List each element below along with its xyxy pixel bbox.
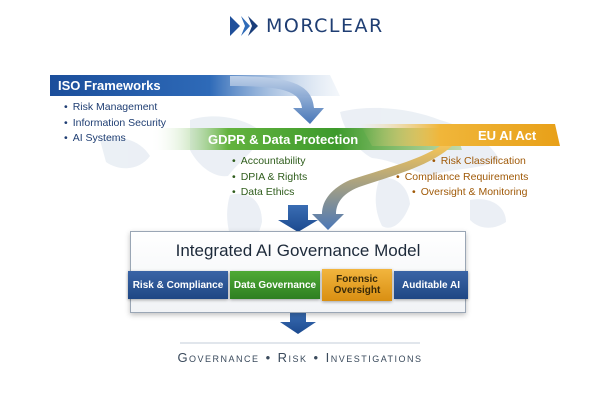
pillar-forensic-oversight: Forensic Oversight bbox=[322, 269, 392, 301]
gdpr-list: Accountability DPIA & Rights Data Ethics bbox=[232, 154, 308, 201]
pillar-data-governance: Data Governance bbox=[230, 271, 320, 299]
list-item: DPIA & Rights bbox=[232, 170, 308, 186]
gdpr-title: GDPR & Data Protection bbox=[208, 132, 359, 147]
iso-frameworks-title: ISO Frameworks bbox=[58, 78, 161, 93]
pillar-risk-compliance: Risk & Compliance bbox=[128, 271, 228, 299]
list-item: Compliance Requirements bbox=[396, 170, 529, 186]
list-item: Accountability bbox=[232, 154, 307, 170]
footer-governance: Governance bbox=[177, 350, 260, 365]
list-item: Risk Classification bbox=[432, 154, 528, 170]
logo: MORCLEAR bbox=[228, 14, 384, 38]
iso-frameworks-list: Risk Management Information Security AI … bbox=[64, 100, 166, 147]
list-item: Risk Management bbox=[64, 100, 166, 116]
morclear-logo-icon bbox=[230, 16, 258, 36]
separator-dot: • bbox=[313, 350, 320, 365]
logo-text: MORCLEAR bbox=[266, 15, 384, 37]
separator-dot: • bbox=[265, 350, 272, 365]
footer-investigations: Investigations bbox=[325, 350, 423, 365]
eu-ai-act-title: EU AI Act bbox=[478, 128, 537, 143]
footer-tagline: Governance • Risk • Investigations bbox=[0, 350, 600, 365]
list-item: AI Systems bbox=[64, 131, 166, 147]
list-item: Data Ethics bbox=[232, 185, 307, 201]
model-title: Integrated AI Governance Model bbox=[175, 241, 421, 260]
eu-ai-act-list: Risk Classification Compliance Requireme… bbox=[405, 154, 529, 201]
footer-risk: Risk bbox=[277, 350, 308, 365]
pillar-auditable-ai: Auditable AI bbox=[394, 271, 468, 299]
list-item: Information Security bbox=[64, 116, 166, 132]
list-item: Oversight & Monitoring bbox=[412, 185, 528, 201]
